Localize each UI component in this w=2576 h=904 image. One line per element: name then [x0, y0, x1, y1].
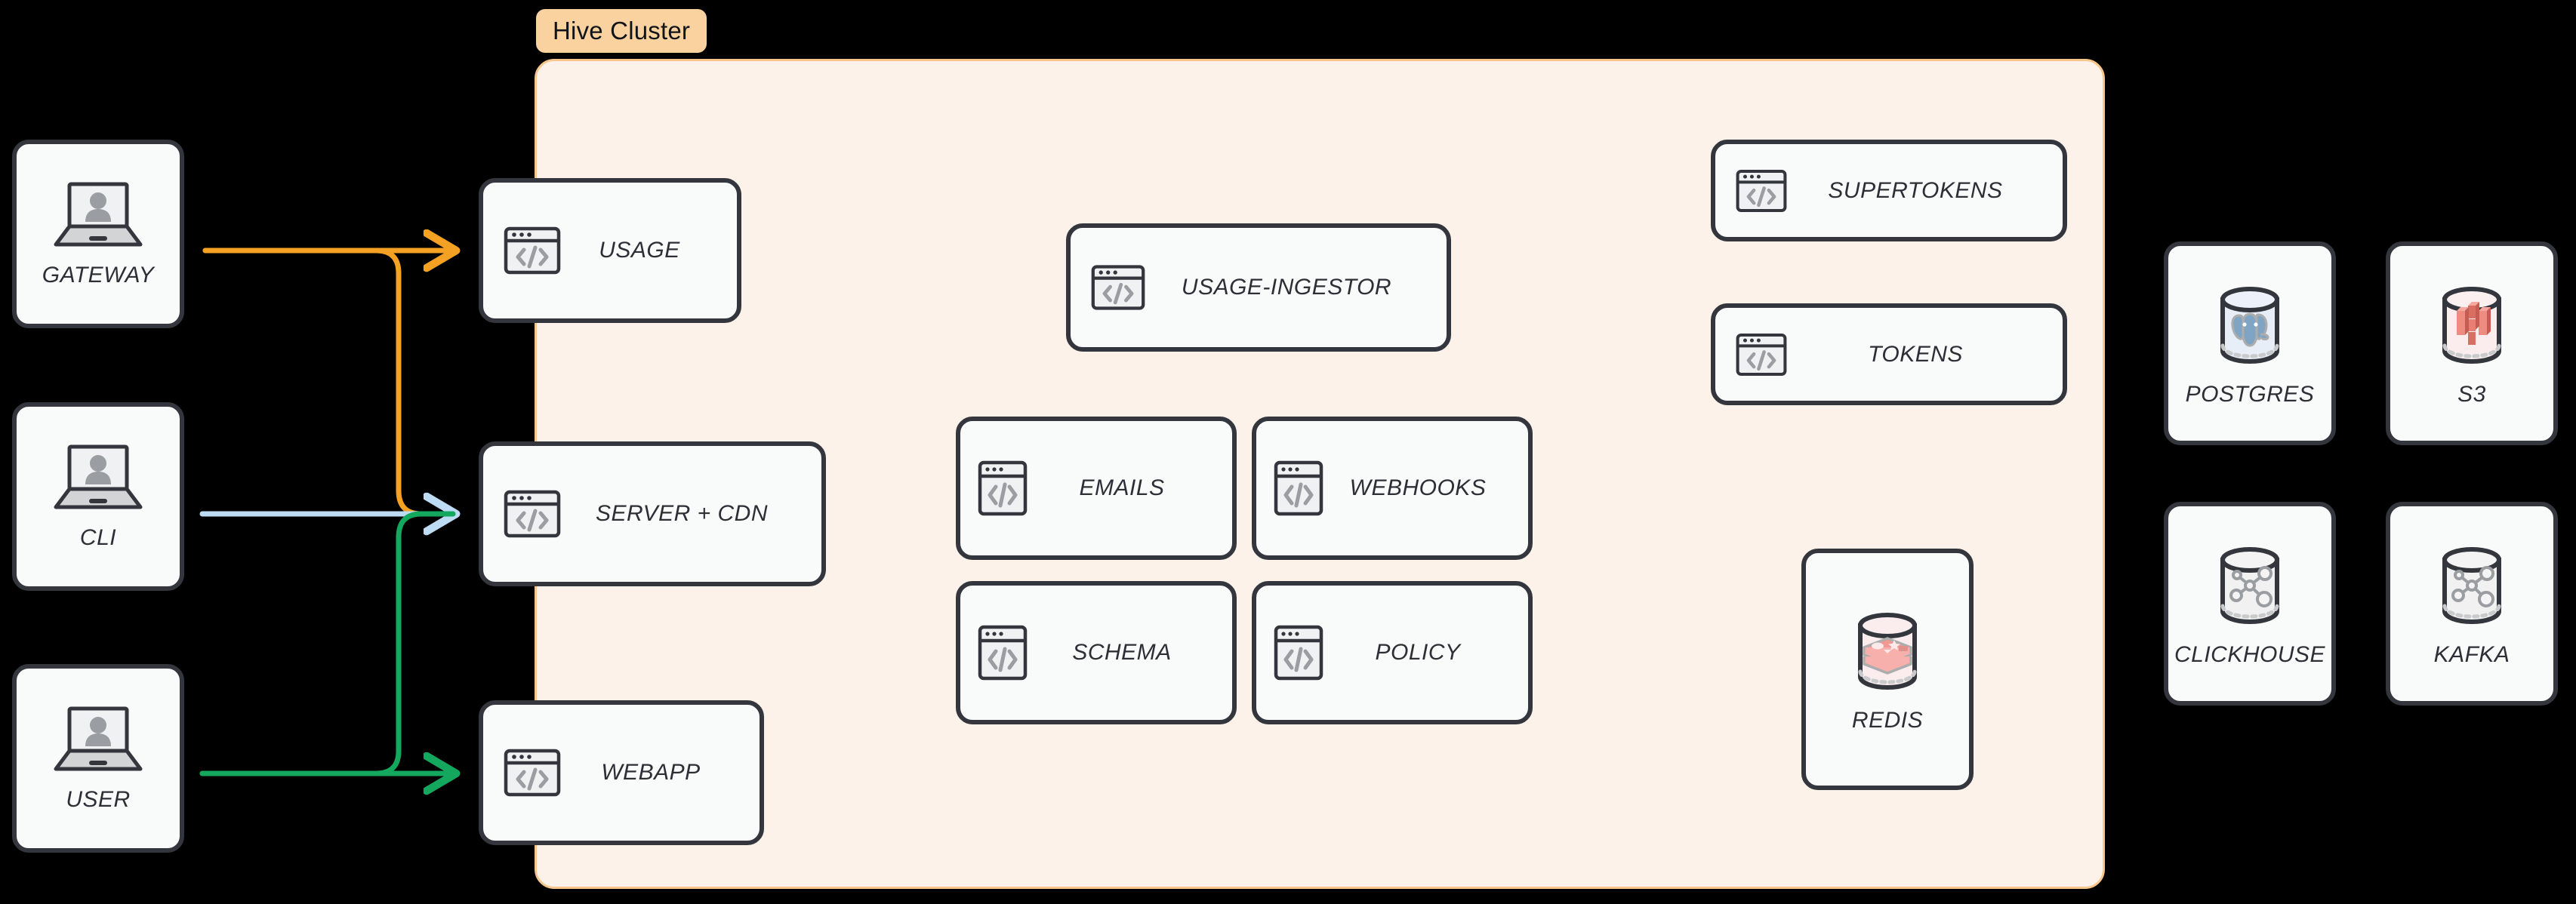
- datastore-card-kafka[interactable]: KAFKA: [2386, 502, 2558, 706]
- service-card-tokens[interactable]: TOKENS: [1711, 303, 2067, 405]
- edge-user-to-server-cdn: [199, 511, 456, 776]
- client-label: CLI: [79, 525, 117, 550]
- service-label: POLICY: [1375, 640, 1461, 665]
- service-card-usage[interactable]: USAGE: [479, 178, 741, 323]
- service-label: TOKENS: [1868, 341, 1963, 367]
- code-window-icon: [977, 458, 1028, 518]
- datastore-card-redis[interactable]: REDIS: [1801, 549, 1974, 790]
- datastore-label: POSTGRES: [2185, 382, 2315, 407]
- code-window-icon: [977, 623, 1028, 683]
- datastore-label: REDIS: [1851, 708, 1924, 733]
- kafka-cylinder-icon: [2426, 540, 2518, 632]
- datastore-label: CLICKHOUSE: [2174, 642, 2326, 667]
- service-label: SUPERTOKENS: [1828, 177, 2003, 203]
- service-label: USAGE-INGESTOR: [1181, 275, 1392, 300]
- client-card-user[interactable]: USER: [12, 664, 184, 853]
- laptop-user-icon: [51, 180, 145, 252]
- datastore-label: S3: [2457, 382, 2486, 407]
- service-card-supertokens[interactable]: SUPERTOKENS: [1711, 140, 2067, 241]
- datastore-card-clickhouse[interactable]: CLICKHOUSE: [2164, 502, 2336, 706]
- code-window-icon: [503, 221, 562, 280]
- edge-gateway-to-server-cdn: [202, 248, 456, 517]
- service-label: SCHEMA: [1072, 640, 1172, 665]
- code-window-icon: [1090, 260, 1146, 315]
- s3-cylinder-icon: [2426, 279, 2518, 371]
- client-card-cli[interactable]: CLI: [12, 402, 184, 591]
- clickhouse-cylinder-icon: [2204, 540, 2296, 632]
- code-window-icon: [1273, 458, 1324, 518]
- service-label: EMAILS: [1079, 475, 1165, 500]
- service-card-emails[interactable]: EMAILS: [956, 417, 1237, 560]
- client-label: GATEWAY: [42, 263, 155, 287]
- postgres-cylinder-icon: [2204, 279, 2296, 371]
- client-label: USER: [66, 787, 131, 812]
- hive-cluster-badge: Hive Cluster: [536, 9, 707, 53]
- service-card-webhooks[interactable]: WEBHOOKS: [1252, 417, 1533, 560]
- datastore-label: KAFKA: [2433, 642, 2510, 667]
- code-window-icon: [1273, 623, 1324, 683]
- service-card-schema[interactable]: SCHEMA: [956, 581, 1237, 724]
- datastore-card-s3[interactable]: S3: [2386, 241, 2558, 445]
- redis-cylinder-icon: [1841, 605, 1934, 697]
- service-label: SERVER + CDN: [595, 501, 768, 526]
- service-label: USAGE: [599, 238, 680, 263]
- service-card-webapp[interactable]: WEBAPP: [479, 700, 764, 845]
- service-card-server-cdn[interactable]: SERVER + CDN: [479, 441, 826, 586]
- datastore-card-postgres[interactable]: POSTGRES: [2164, 241, 2336, 445]
- code-window-icon: [1735, 328, 1788, 381]
- code-window-icon: [503, 484, 562, 543]
- service-label: WEBHOOKS: [1349, 475, 1487, 500]
- client-card-gateway[interactable]: GATEWAY: [12, 140, 184, 328]
- code-window-icon: [503, 743, 562, 802]
- service-card-policy[interactable]: POLICY: [1252, 581, 1533, 724]
- laptop-user-icon: [51, 442, 145, 515]
- code-window-icon: [1735, 165, 1788, 217]
- service-label: WEBAPP: [601, 760, 701, 785]
- laptop-user-icon: [51, 704, 145, 776]
- service-card-usage-ingestor[interactable]: USAGE-INGESTOR: [1066, 223, 1451, 352]
